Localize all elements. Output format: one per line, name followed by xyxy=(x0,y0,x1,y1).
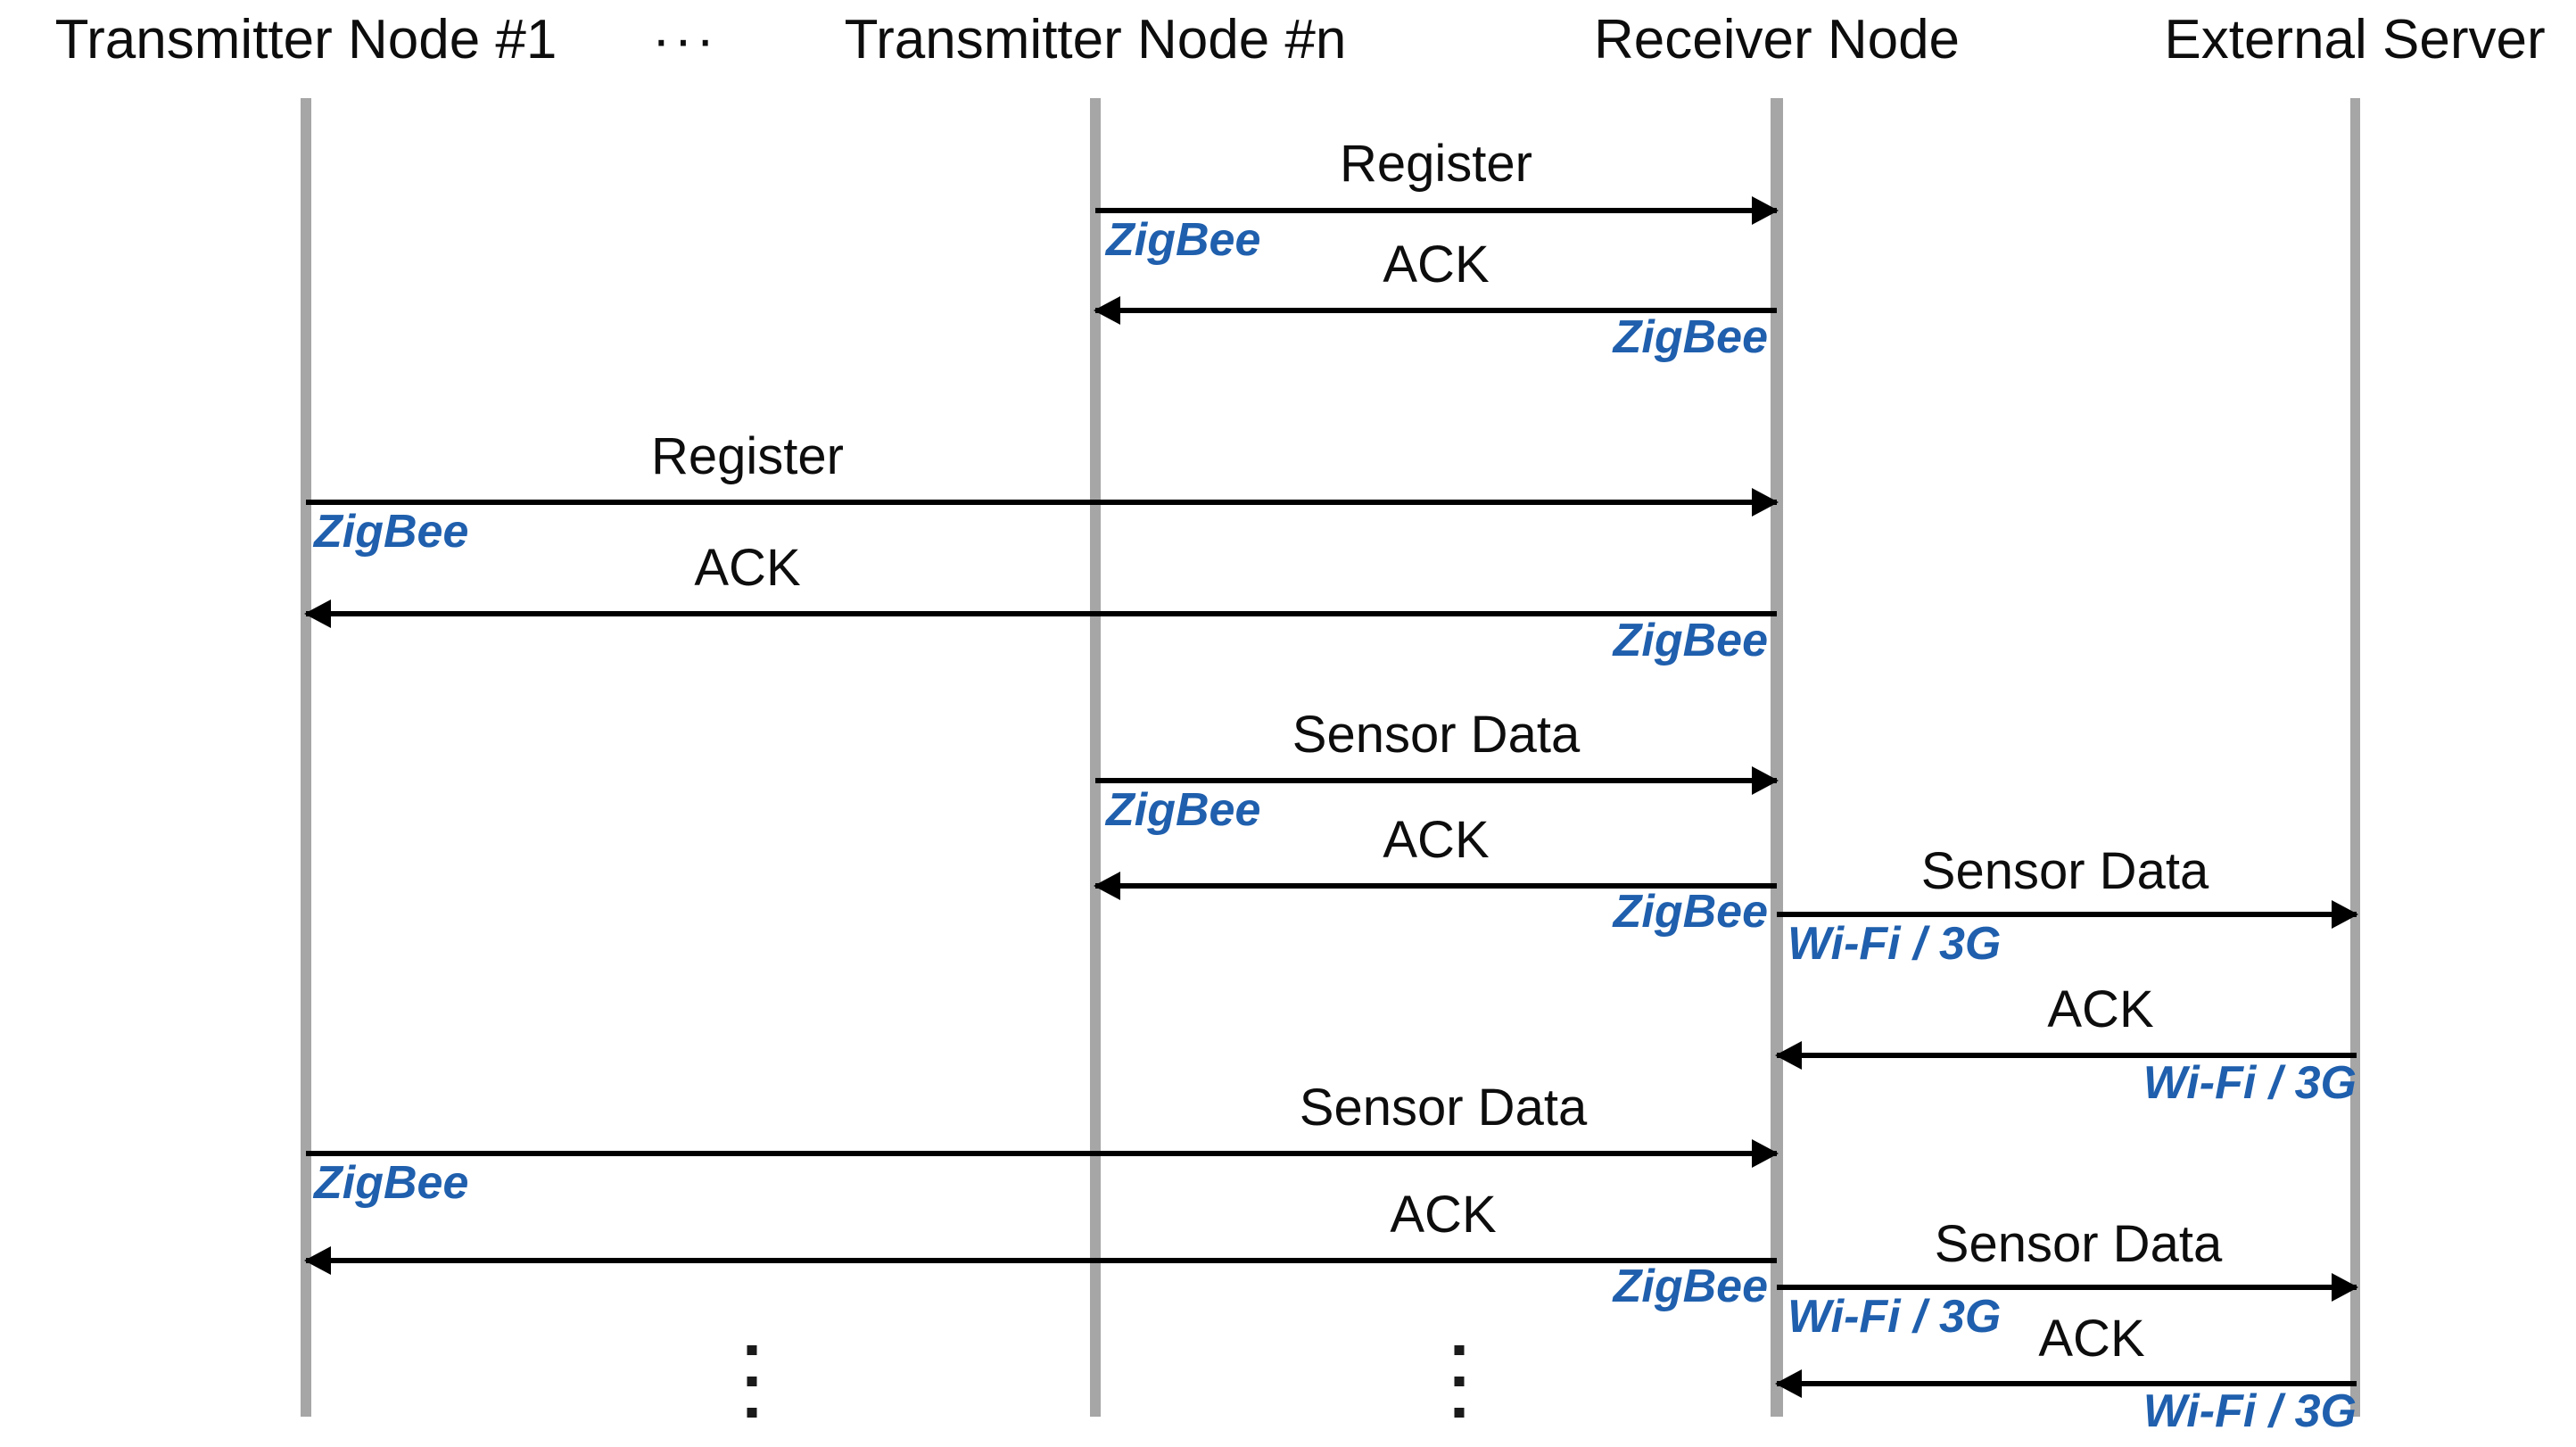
dot xyxy=(747,1345,757,1355)
arrow-shaft xyxy=(1777,1285,2357,1290)
tech-label-zigbee-5: ZigBee xyxy=(1106,784,1261,836)
arrow-head-left-icon xyxy=(1775,1369,1802,1398)
tech-label-wifi3g-3: Wi-Fi / 3G xyxy=(1788,1291,2002,1343)
lifeline-receiver xyxy=(1771,98,1783,1417)
tech-label-zigbee-6: ZigBee xyxy=(1613,886,1768,938)
dot xyxy=(747,1408,757,1418)
tech-label-zigbee-8: ZigBee xyxy=(1613,1261,1768,1312)
message-label-sensordata-1: Sensor Data xyxy=(1292,706,1581,764)
message-label-sensordata-2: Sensor Data xyxy=(1920,842,2209,900)
arrow-head-left-icon xyxy=(1094,296,1120,325)
arrow-head-right-icon xyxy=(1752,1139,1779,1168)
message-label-ack-3: ACK xyxy=(1383,811,1490,869)
continuation-dots-tx1 xyxy=(747,1345,757,1418)
arrow-shaft xyxy=(1095,208,1777,213)
arrow-head-right-icon xyxy=(2332,1273,2358,1302)
arrow-shaft xyxy=(1777,1053,2357,1058)
arrow-shaft xyxy=(1777,1381,2357,1386)
arrow-head-right-icon xyxy=(1752,196,1779,225)
arrow-head-right-icon xyxy=(1752,488,1779,517)
message-label-ack-6: ACK xyxy=(2038,1310,2145,1368)
participant-header-receiver: Receiver Node xyxy=(1593,9,1961,70)
message-label-register-2: Register xyxy=(651,427,844,485)
arrow-shaft xyxy=(306,1151,1777,1156)
message-label-register-1: Register xyxy=(1340,135,1532,193)
message-label-ack-4: ACK xyxy=(2047,980,2154,1038)
tech-label-zigbee-3: ZigBee xyxy=(314,506,469,558)
lifeline-server xyxy=(2350,98,2360,1417)
arrow-head-left-icon xyxy=(1094,872,1120,900)
arrow-head-left-icon xyxy=(304,599,331,628)
arrow-shaft xyxy=(306,500,1777,505)
continuation-dots-txn xyxy=(1454,1345,1465,1418)
participant-header-txn: Transmitter Node #n xyxy=(844,9,1347,70)
message-label-ack-1: ACK xyxy=(1383,236,1490,294)
tech-label-zigbee-4: ZigBee xyxy=(1613,615,1768,666)
message-label-ack-2: ACK xyxy=(694,539,801,597)
tech-label-wifi3g-4: Wi-Fi / 3G xyxy=(2143,1385,2357,1437)
lifeline-txn xyxy=(1090,98,1101,1417)
arrow-shaft xyxy=(1777,912,2357,917)
tech-label-zigbee-7: ZigBee xyxy=(314,1157,469,1209)
arrow-head-right-icon xyxy=(2332,900,2358,929)
tech-label-wifi3g-1: Wi-Fi / 3G xyxy=(1788,918,2002,970)
participant-header-ellipsis: ··· xyxy=(652,9,718,70)
tech-label-zigbee-2: ZigBee xyxy=(1613,311,1768,363)
message-label-sensordata-3: Sensor Data xyxy=(1299,1079,1588,1137)
dot xyxy=(1454,1345,1465,1355)
dot xyxy=(1454,1408,1465,1418)
participant-header-server: External Server xyxy=(2164,9,2546,70)
arrow-head-right-icon xyxy=(1752,766,1779,795)
arrow-shaft xyxy=(306,1258,1777,1263)
arrow-shaft xyxy=(1095,778,1777,783)
lifeline-tx1 xyxy=(301,98,311,1417)
tech-label-zigbee-1: ZigBee xyxy=(1106,214,1261,266)
tech-label-wifi3g-2: Wi-Fi / 3G xyxy=(2143,1057,2357,1109)
arrow-shaft xyxy=(1095,883,1777,889)
message-label-sensordata-4: Sensor Data xyxy=(1934,1215,2223,1273)
dot xyxy=(1454,1377,1465,1386)
participant-header-tx1: Transmitter Node #1 xyxy=(54,9,557,70)
message-label-ack-5: ACK xyxy=(1390,1186,1497,1244)
arrow-shaft xyxy=(306,611,1777,616)
arrow-head-left-icon xyxy=(1775,1041,1802,1070)
arrow-shaft xyxy=(1095,308,1777,313)
arrow-head-left-icon xyxy=(304,1246,331,1275)
dot xyxy=(747,1377,757,1386)
